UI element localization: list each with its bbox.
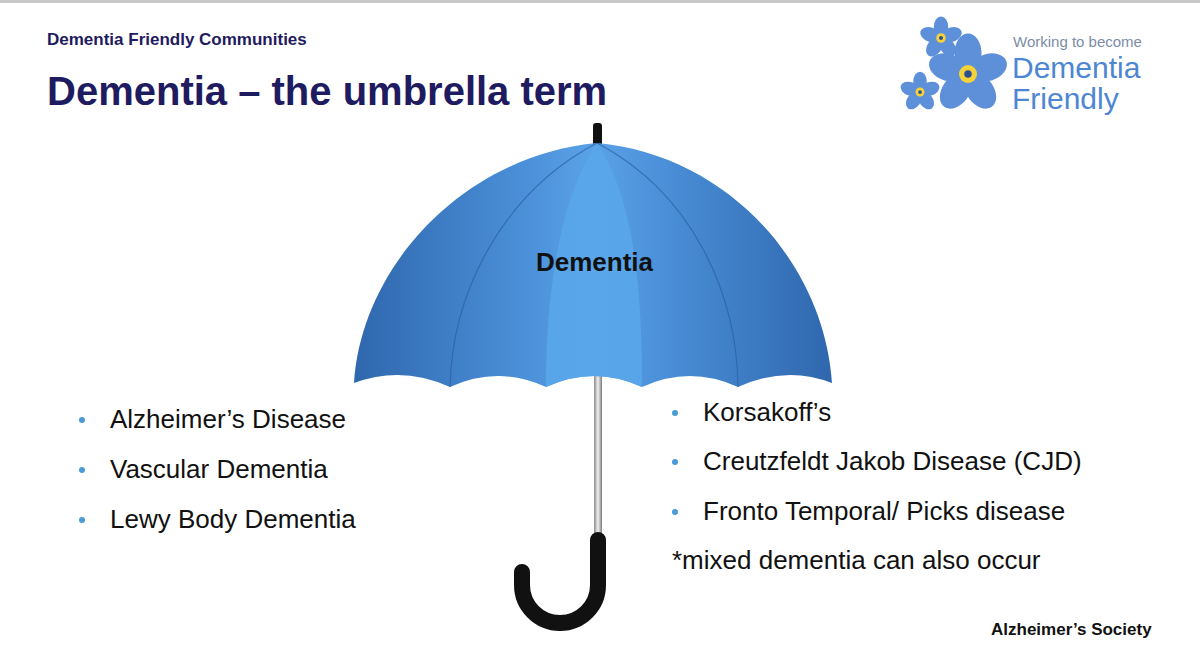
bullet-dot <box>79 517 85 523</box>
bullet-dot <box>672 459 678 465</box>
list-item: Lewy Body Dementia <box>110 505 356 535</box>
umbrella-canopy: Dementia <box>352 143 834 391</box>
bullet-dot <box>79 467 85 473</box>
logo-tagline: Working to become <box>1013 33 1142 50</box>
logo-flowers <box>899 16 1011 114</box>
logo-name: Dementia Friendly <box>1012 52 1162 114</box>
bullet-dot <box>672 509 678 515</box>
top-rule <box>0 0 1200 3</box>
source-credit: Alzheimer’s Society <box>991 620 1152 640</box>
list-item: Korsakoff’s <box>703 398 831 428</box>
note-text: *mixed dementia can also occur <box>672 546 1041 576</box>
bullet-dot <box>672 410 678 416</box>
list-item: Vascular Dementia <box>110 455 328 485</box>
list-item: Creutzfeldt Jakob Disease (CJD) <box>703 447 1082 477</box>
list-item: Alzheimer’s Disease <box>110 405 346 435</box>
bullet-dot <box>79 417 85 423</box>
header-text: Dementia Friendly Communities <box>47 30 307 50</box>
list-item: Fronto Temporal/ Picks disease <box>703 497 1065 527</box>
canopy-label: Dementia <box>536 247 653 278</box>
slide-title: Dementia – the umbrella term <box>47 68 607 114</box>
